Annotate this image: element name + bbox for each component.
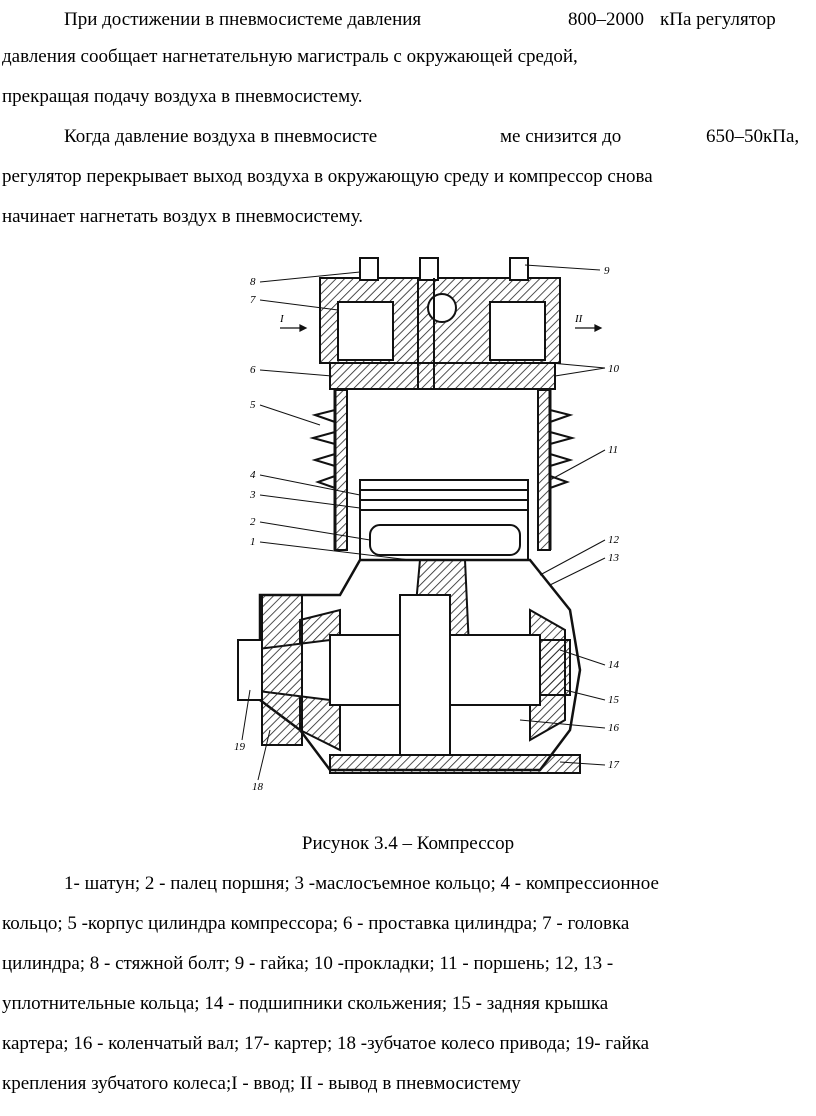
paragraph1-pressure-range: 800–2000 — [568, 9, 644, 30]
callout-19: 19 — [234, 741, 246, 753]
paragraph2-line3-text: начинает нагнетать воздух в пневмосистем… — [2, 206, 364, 227]
paragraph2-line1: Когда давление воздуха в пневмосисте ме … — [0, 117, 816, 157]
callout-1: 1 — [250, 536, 256, 548]
legend-line3: цилиндра; 8 - стяжной болт; 9 - гайка; 1… — [0, 944, 816, 984]
paragraph2-line1-mid: ме снизится до — [500, 126, 622, 147]
flow-in-arrow-icon — [299, 324, 308, 332]
figure-caption: Рисунок 3.4 – Компрессор — [301, 833, 515, 854]
paragraph1-line1: При достижении в пневмосистеме давления … — [0, 0, 816, 40]
flow-out-arrow-icon — [594, 324, 603, 332]
callout-12: 12 — [608, 534, 620, 546]
callout-17: 17 — [608, 759, 620, 771]
piston-pin — [369, 524, 521, 556]
legend-line5-text: картера; 16 - коленчатый вал; 17- картер… — [2, 1033, 650, 1054]
callout-7: 7 — [250, 294, 256, 306]
paragraph2-line1-start: Когда давление воздуха в пневмосисте — [64, 126, 378, 147]
paragraph1-line2: давления сообщает нагнетательную магистр… — [0, 37, 816, 77]
cooling-fins — [309, 409, 576, 489]
legend-line3-text: цилиндра; 8 - стяжной болт; 9 - гайка; 1… — [2, 953, 614, 974]
paragraph1-line2-text: давления сообщает нагнетательную магистр… — [2, 46, 578, 67]
paragraph1-line1-end: кПа регулятор — [660, 9, 776, 30]
paragraph1-line1-start: При достижении в пневмосистеме давления — [64, 9, 422, 30]
paragraph2-line2: регулятор перекрывает выход воздуха в ок… — [0, 157, 816, 197]
callout-13: 13 — [608, 552, 620, 564]
paragraph2-line2-text: регулятор перекрывает выход воздуха в ок… — [2, 166, 653, 187]
callout-16: 16 — [608, 722, 620, 734]
leader-lines — [241, 264, 606, 781]
paragraph1-line3: прекращая подачу воздуха в пневмосистему… — [0, 77, 816, 117]
legend-line2: кольцо; 5 -корпус цилиндра компрессора; … — [0, 904, 816, 944]
flow-arrows — [280, 324, 603, 332]
flow-in-label: I — [279, 313, 285, 325]
legend-line2-text: кольцо; 5 -корпус цилиндра компрессора; … — [2, 913, 630, 934]
compressor-figure: 8 7 6 5 4 3 2 1 9 10 11 12 13 14 15 16 1… — [234, 257, 620, 793]
callout-labels: 8 7 6 5 4 3 2 1 9 10 11 12 13 14 15 16 1… — [234, 265, 620, 793]
drive-gear — [261, 594, 303, 746]
callout-6: 6 — [250, 364, 256, 376]
compressor-drawing — [237, 257, 582, 774]
callout-14: 14 — [608, 659, 620, 671]
legend-line1: 1- шатун; 2 - палец поршня; 3 -маслосъем… — [0, 864, 816, 904]
legend-line4-text: уплотнительные кольца; 14 - подшипники с… — [2, 993, 609, 1014]
callout-10: 10 — [608, 363, 620, 375]
callout-5: 5 — [250, 399, 256, 411]
callout-11: 11 — [608, 444, 618, 456]
legend-line5: картера; 16 - коленчатый вал; 17- картер… — [0, 1024, 816, 1064]
cylinder-spacer — [329, 362, 556, 390]
callout-18: 18 — [252, 781, 264, 793]
callout-3: 3 — [249, 489, 256, 501]
paragraph2-pressure-range: 650–50кПа, — [706, 126, 800, 147]
callout-8: 8 — [250, 276, 256, 288]
legend-line4: уплотнительные кольца; 14 - подшипники с… — [0, 984, 816, 1024]
paragraph1-line3-text: прекращая подачу воздуха в пневмосистему… — [2, 86, 363, 107]
flow-out-label: II — [574, 313, 584, 325]
callout-4: 4 — [250, 469, 256, 481]
legend-line1-text: 1- шатун; 2 - палец поршня; 3 -маслосъем… — [64, 873, 659, 894]
callout-9: 9 — [604, 265, 610, 277]
legend-line6-text: крепления зубчатого колеса;I - ввод; II … — [2, 1073, 521, 1094]
paragraph2-line3: начинает нагнетать воздух в пневмосистем… — [0, 197, 816, 237]
callout-2: 2 — [250, 516, 256, 528]
callout-15: 15 — [608, 694, 620, 706]
legend-line6: крепления зубчатого колеса;I - ввод; II … — [0, 1064, 816, 1104]
